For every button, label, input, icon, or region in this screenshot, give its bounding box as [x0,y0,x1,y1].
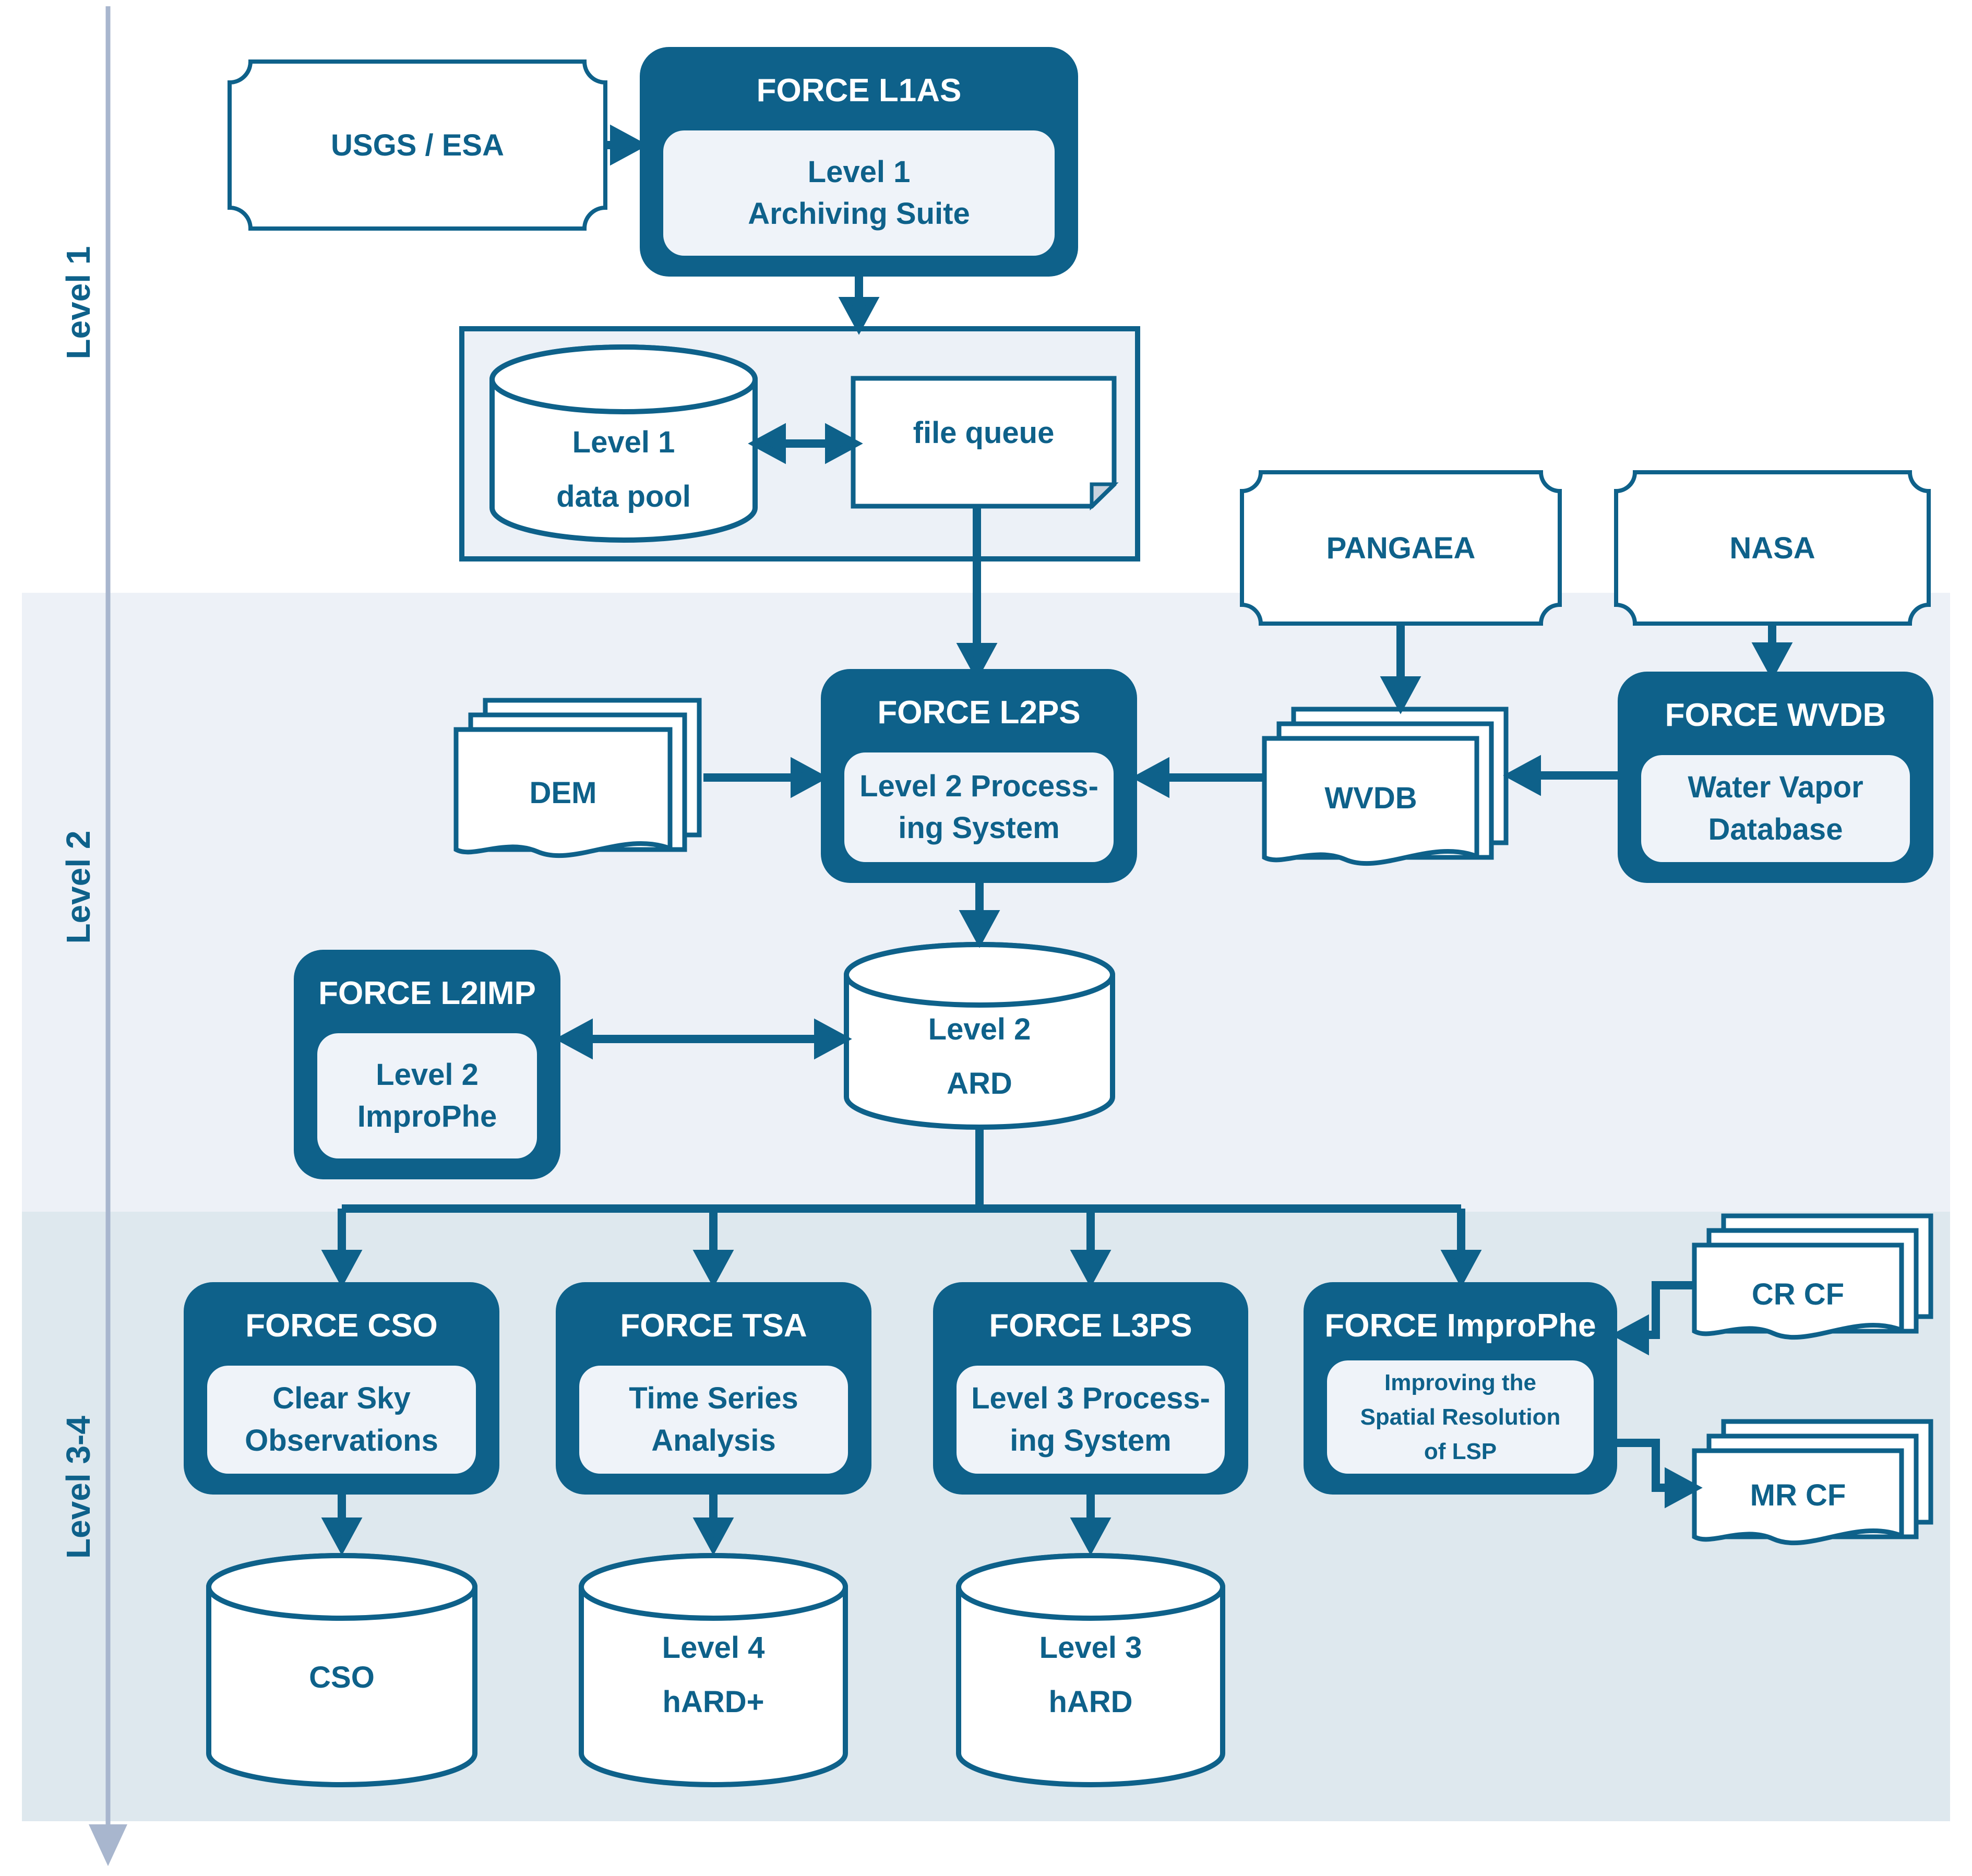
usgs-esa-badge-label: USGS / ESA [331,128,504,162]
arrow-usgs-to-l1as [605,124,648,166]
node-force-l2imp-title: FORCE L2IMP [318,975,536,1011]
node-force-improphe-title: FORCE ImproPhe [1324,1308,1596,1344]
node-force-l3ps: FORCE L3PS Level 3 Process- ing System [933,1282,1248,1495]
node-force-l2ps: FORCE L2PS Level 2 Process- ing System [821,669,1137,883]
node-force-cso: FORCE CSO Clear Sky Observations [184,1282,499,1495]
node-force-l3ps-body: Level 3 Process- ing System [957,1366,1225,1474]
mr-cf-label: MR CF [1750,1478,1846,1512]
node-force-l2imp: FORCE L2IMP Level 2 ImproPhe [294,950,560,1179]
dem-label: DEM [529,775,597,810]
node-force-l2imp-body: Level 2 ImproPhe [317,1033,537,1158]
level1-data-pool-label: Level 1 data pool [556,425,691,513]
node-force-cso-title: FORCE CSO [245,1308,438,1344]
file-queue-label: file queue [913,415,1055,450]
node-force-tsa-title: FORCE TSA [620,1308,807,1344]
node-force-l1as-title: FORCE L1AS [756,73,962,109]
lane-label-level3-4: Level 3-4 [59,1416,97,1559]
wvdb-label: WVDB [1324,781,1417,815]
node-force-wvdb: FORCE WVDB Water Vapor Database [1618,672,1933,883]
level2-ard-label: Level 2 ARD [928,1012,1031,1101]
node-force-l2ps-title: FORCE L2PS [877,695,1081,731]
node-force-l1as-body: Level 1 Archiving Suite [663,130,1055,256]
node-force-wvdb-body: Water Vapor Database [1641,755,1910,862]
node-force-tsa: FORCE TSA Time Series Analysis [556,1282,871,1495]
lane-label-level1: Level 1 [59,246,97,360]
cso-store-label: CSO [309,1660,375,1694]
node-force-improphe: FORCE ImproPhe Improving the Spatial Res… [1304,1282,1617,1495]
arrow-l1as-to-container [838,277,880,335]
node-force-l1as: FORCE L1AS Level 1 Archiving Suite [640,47,1078,277]
lane-label-level2: Level 2 [59,830,97,944]
level3-hard-label: Level 3 hARD [1039,1630,1142,1719]
cr-cf-label: CR CF [1751,1277,1845,1311]
node-force-tsa-body: Time Series Analysis [579,1366,848,1474]
node-force-wvdb-title: FORCE WVDB [1665,697,1886,733]
level4-hard-label: Level 4 hARD+ [662,1630,765,1719]
node-force-l2ps-body: Level 2 Process- ing System [844,752,1114,862]
node-force-improphe-body: Improving the Spatial Resolution of LSP [1327,1360,1594,1474]
node-force-l3ps-title: FORCE L3PS [989,1308,1192,1344]
node-force-cso-body: Clear Sky Observations [207,1366,476,1474]
nasa-badge-label: NASA [1729,531,1815,565]
pangaea-badge-label: PANGAEA [1326,531,1476,565]
